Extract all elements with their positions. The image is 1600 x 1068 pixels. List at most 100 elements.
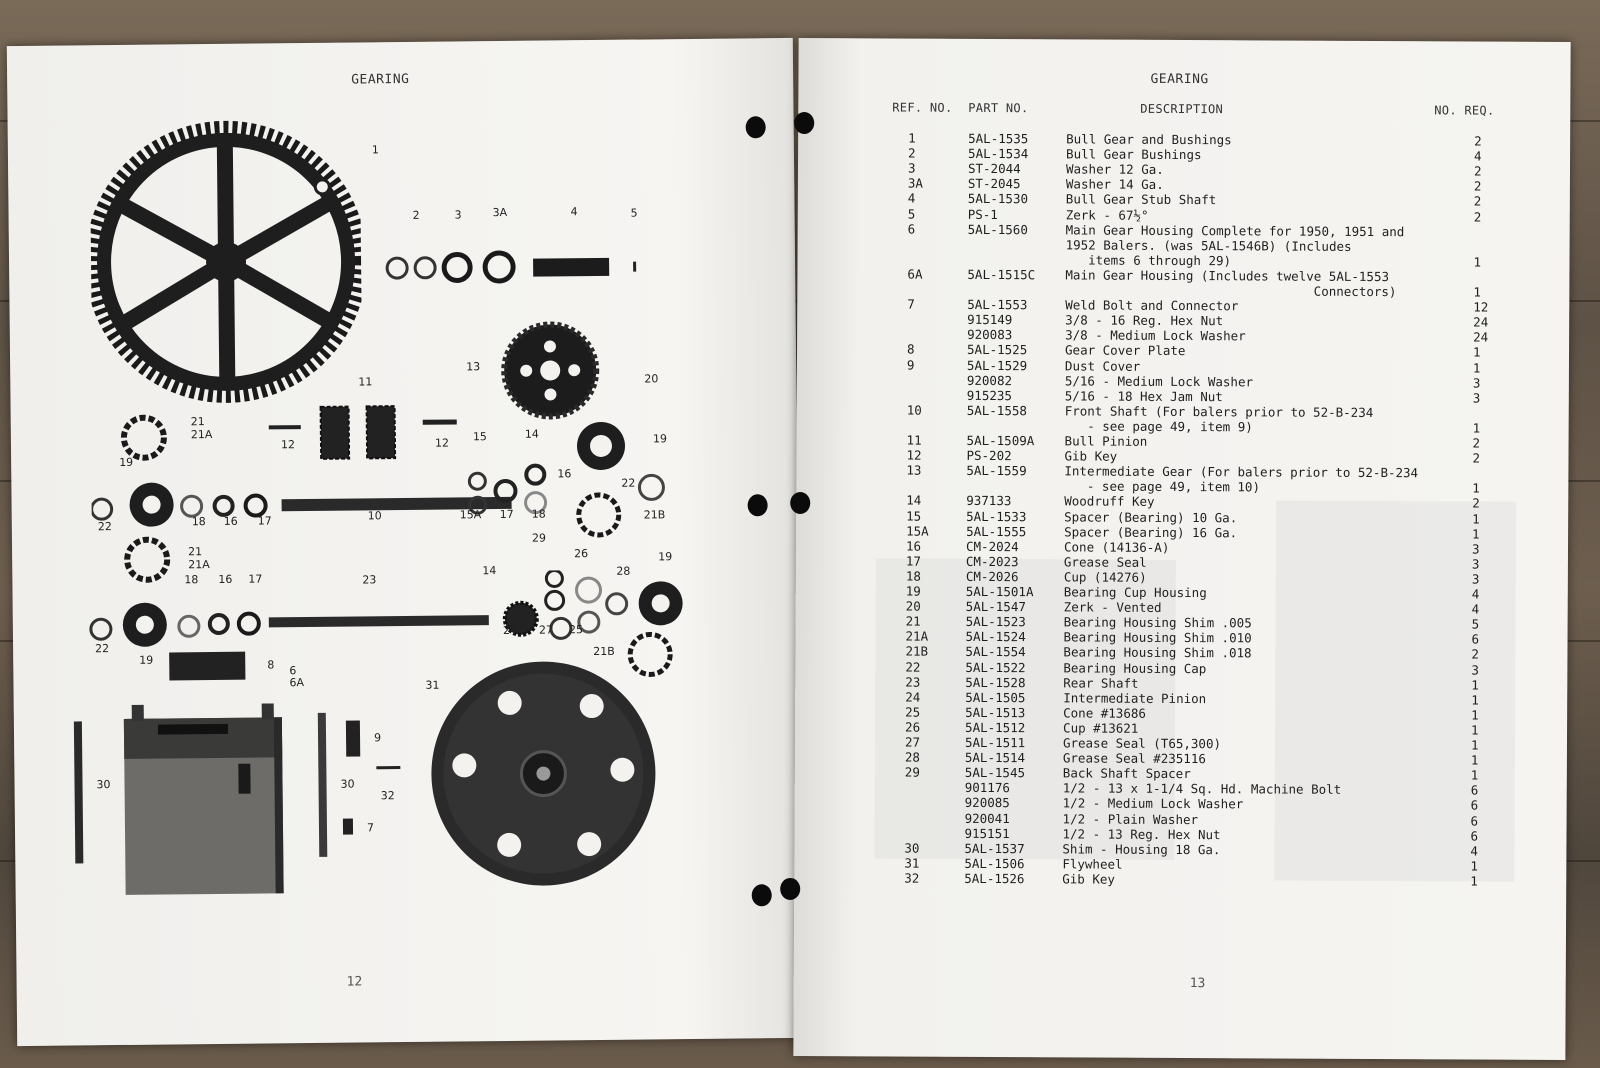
part-number-cell: 915151 bbox=[964, 825, 1010, 841]
quantity-cell: 3 bbox=[1471, 571, 1480, 587]
callout-label: 11 bbox=[358, 375, 373, 389]
ref-cell: 14 bbox=[906, 492, 922, 509]
callout-label: 2 bbox=[412, 208, 420, 222]
page-number: 12 bbox=[346, 974, 363, 990]
callout-label: 26 bbox=[574, 547, 589, 561]
quantity-cell: 1 bbox=[1470, 752, 1479, 768]
ref-cell: 32 bbox=[904, 870, 920, 886]
part-number-cell: 5AL-1524 bbox=[965, 629, 1026, 645]
callout-label: 17 bbox=[257, 514, 272, 528]
quantity-cell: 24 bbox=[1473, 329, 1489, 345]
ref-cell: 21 bbox=[905, 613, 921, 629]
binder-hole bbox=[747, 494, 768, 517]
flywheel-illustration bbox=[431, 661, 656, 886]
callout-label: 21A bbox=[190, 428, 213, 442]
quantity-cell: 3 bbox=[1471, 662, 1479, 678]
quantity-cell: 2 bbox=[1474, 133, 1482, 149]
quantity-cell: 2 bbox=[1473, 163, 1482, 179]
column-header-ref: REF. NO. bbox=[892, 100, 953, 115]
callout-label: 27 bbox=[538, 623, 553, 637]
ref-cell: 21B bbox=[905, 643, 929, 660]
part-number-cell: 5AL-1553 bbox=[967, 296, 1028, 313]
quantity-cell: 6 bbox=[1470, 813, 1479, 829]
ref-cell: 15A bbox=[906, 523, 929, 539]
gib-key-illustration bbox=[422, 419, 457, 425]
callout-label: 22 bbox=[621, 476, 636, 490]
quantity-cell: 6 bbox=[1470, 782, 1479, 798]
binder-hole bbox=[794, 111, 815, 135]
quantity-cell: 1 bbox=[1470, 767, 1479, 783]
callout-label: 19 bbox=[139, 653, 154, 667]
quantity-cell: 1 bbox=[1471, 692, 1479, 708]
part-number-cell: 5AL-1501A bbox=[965, 583, 1034, 600]
callout-label: 18 bbox=[191, 515, 206, 529]
gear-cover-plate-illustration bbox=[169, 651, 246, 681]
ref-cell: 10 bbox=[906, 402, 922, 418]
weld-bolt-illustration bbox=[342, 818, 354, 835]
callout-label: 4 bbox=[570, 205, 578, 219]
quantity-cell: 4 bbox=[1474, 148, 1482, 164]
part-number-cell: 5AL-1523 bbox=[965, 614, 1026, 630]
quantity-cell: 2 bbox=[1473, 209, 1482, 225]
part-number-cell: 5AL-1535 bbox=[968, 130, 1029, 147]
bull-gear-illustration bbox=[89, 120, 363, 403]
ref-cell: 2 bbox=[908, 145, 916, 161]
bearing-housing-illustration bbox=[577, 421, 626, 470]
column-header-description: DESCRIPTION bbox=[1140, 101, 1224, 117]
quantity-cell: 6 bbox=[1471, 631, 1480, 647]
part-number-cell: 5AL-1545 bbox=[964, 765, 1026, 781]
callout-label: 31 bbox=[425, 678, 440, 692]
quantity-cell: 1 bbox=[1472, 511, 1480, 527]
ref-cell: 3A bbox=[907, 175, 924, 191]
part-number-cell: 920082 bbox=[966, 372, 1013, 388]
ref-cell: 11 bbox=[906, 432, 922, 448]
right-page: GEARING REF. NO. PART NO. DESCRIPTION NO… bbox=[780, 37, 1571, 1061]
intermediate-gear-illustration bbox=[501, 321, 600, 420]
callout-label: 32 bbox=[380, 789, 395, 803]
callout-label: 6A bbox=[289, 676, 305, 690]
part-number-cell: 5AL-1514 bbox=[964, 749, 1026, 766]
quantity-cell: 1 bbox=[1471, 707, 1479, 723]
quantity-cell: 6 bbox=[1470, 797, 1479, 813]
part-number-cell: 5AL-1528 bbox=[965, 674, 1026, 690]
part-number-cell: 5AL-1525 bbox=[967, 342, 1028, 358]
callout-label: 3 bbox=[454, 208, 462, 222]
ref-cell: 21A bbox=[905, 628, 929, 644]
quantity-cell: 3 bbox=[1471, 556, 1480, 572]
quantity-cell: 2 bbox=[1473, 193, 1482, 209]
part-number-cell: 5AL-1513 bbox=[965, 704, 1026, 720]
part-number-cell: 5AL-1512 bbox=[965, 719, 1026, 736]
ref-cell: 3 bbox=[907, 160, 916, 176]
callout-label: 15A bbox=[459, 508, 482, 522]
quantity-cell: 1 bbox=[1472, 480, 1480, 496]
quantity-cell: 2 bbox=[1471, 646, 1480, 662]
gib-key-illustration bbox=[268, 425, 301, 430]
ref-cell: 9 bbox=[906, 357, 915, 373]
column-header-qty: NO. REQ. bbox=[1434, 103, 1495, 118]
ref-cell: 24 bbox=[905, 689, 921, 705]
callout-label: 14 bbox=[524, 427, 539, 441]
quantity-cell: 2 bbox=[1472, 450, 1481, 466]
callout-label: 21B bbox=[593, 644, 615, 659]
callout-label: 21 bbox=[190, 415, 205, 429]
bearing-shim-illustration bbox=[576, 492, 622, 538]
callout-label: 30 bbox=[340, 777, 355, 791]
callout-label: 17 bbox=[248, 572, 263, 586]
part-number-cell: CM-2023 bbox=[965, 553, 1019, 569]
ref-cell: 29 bbox=[904, 764, 920, 780]
part-number-cell: ST-2045 bbox=[967, 176, 1021, 192]
part-number-cell: 5AL-1522 bbox=[965, 659, 1026, 675]
ref-cell: 23 bbox=[905, 674, 921, 690]
description-cell: Gib Key bbox=[1062, 871, 1115, 887]
part-number-cell: 920085 bbox=[964, 795, 1010, 811]
bearing-shim-illustration bbox=[120, 414, 167, 461]
callout-label: 16 bbox=[218, 572, 233, 586]
ref-cell: 28 bbox=[904, 749, 921, 765]
quantity-cell: 4 bbox=[1471, 586, 1480, 602]
quantity-cell: 2 bbox=[1472, 495, 1480, 511]
ref-cell: 13 bbox=[906, 462, 922, 478]
rear-shaft-row-illustration bbox=[89, 568, 683, 647]
quantity-cell: 1 bbox=[1472, 360, 1481, 376]
ref-cell: 31 bbox=[904, 855, 920, 871]
